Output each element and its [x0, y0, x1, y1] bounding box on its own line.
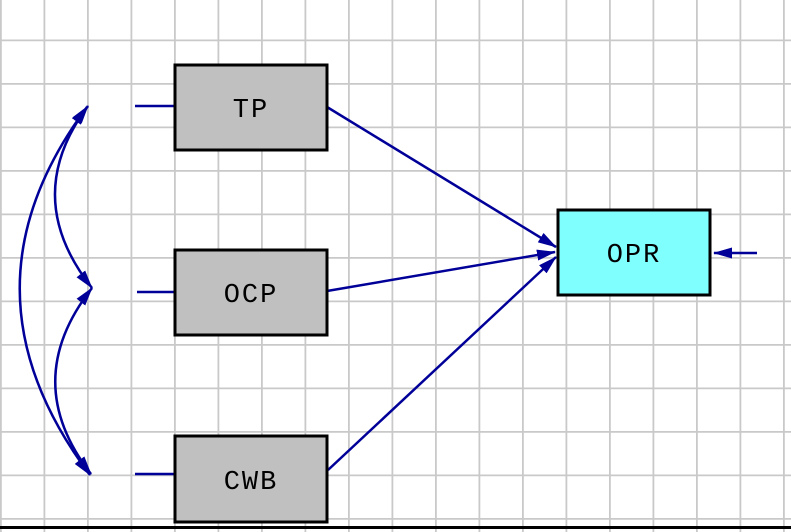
covariance-arrow-ocp-cwb[interactable] — [54, 287, 93, 475]
node-ocp-label: OCP — [224, 281, 279, 311]
node-cwb[interactable]: CWB — [173, 434, 329, 524]
path-arrow-ocp-opr[interactable] — [326, 249, 556, 293]
covariance-arrow-tp-cwb[interactable] — [18, 106, 91, 476]
path-arrow-cwb-opr[interactable] — [327, 256, 557, 471]
node-opr-label: OPR — [607, 241, 662, 271]
node-opr[interactable]: OPR — [556, 208, 712, 297]
node-tp-rect[interactable] — [173, 63, 329, 152]
path-arrow-tp-opr[interactable] — [326, 105, 557, 249]
node-tp-label: TP — [233, 96, 269, 126]
node-cwb-label: CWB — [224, 468, 279, 498]
node-ocp-rect[interactable] — [173, 248, 329, 337]
node-opr-rect[interactable] — [556, 208, 712, 297]
covariance-arrow-tp-ocp[interactable] — [53, 105, 93, 289]
node-cwb-rect[interactable] — [173, 434, 329, 524]
node-tp[interactable]: TP — [173, 63, 329, 152]
node-ocp[interactable]: OCP — [173, 248, 329, 337]
